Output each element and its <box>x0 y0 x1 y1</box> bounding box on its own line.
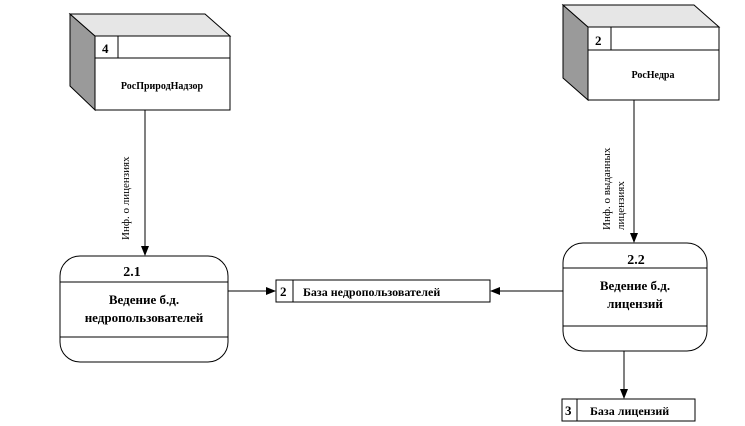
flow-label-issued-licenses: Инф. о выданных лицензиях <box>601 147 627 230</box>
entity-box <box>587 26 720 101</box>
process-number: 2.1 <box>123 265 141 280</box>
store-name: База лицензий <box>590 404 669 418</box>
entity-number: 4 <box>102 41 109 56</box>
process-box <box>562 242 708 352</box>
process-2-1[interactable]: 2.1 Ведение б.д. недропользователей <box>59 255 229 363</box>
process-2-2[interactable]: 2.2 Ведение б.д. лицензий <box>562 242 708 352</box>
flow-label-licenses-info: Инф. о лицензиях <box>120 156 132 240</box>
entity-number: 2 <box>595 33 602 48</box>
process-title-line1: Ведение б.д. <box>109 292 179 307</box>
entity-name: РосНедра <box>631 70 674 81</box>
external-entity-rosprirodnadzor[interactable]: 4 РосПриродНадзор <box>68 12 232 112</box>
entity-name: РосПриродНадзор <box>121 81 204 92</box>
process-box <box>59 255 229 363</box>
external-entity-rosnedra[interactable]: 2 РосНедра <box>561 3 721 102</box>
entity-box <box>94 35 231 111</box>
data-store-licenzii[interactable]: 3 База лицензий <box>561 398 696 422</box>
data-store-nedropolzovateli[interactable]: 2 База недропользователей <box>275 279 491 303</box>
process-title-line2: недропользователей <box>85 310 204 325</box>
flow-label-line2: лицензиях <box>615 181 627 230</box>
store-number: 3 <box>565 403 572 418</box>
entity-shadow-top <box>561 4 721 28</box>
store-box <box>561 398 696 422</box>
store-name: База недропользователей <box>303 285 440 299</box>
process-title-line2: лицензий <box>607 296 663 311</box>
flow-label-line1: Инф. о выданных <box>601 147 613 230</box>
process-title-line1: Ведение б.д. <box>600 278 670 293</box>
process-number: 2.2 <box>627 253 645 268</box>
entity-shadow-top <box>68 13 232 37</box>
store-number: 2 <box>280 284 287 299</box>
